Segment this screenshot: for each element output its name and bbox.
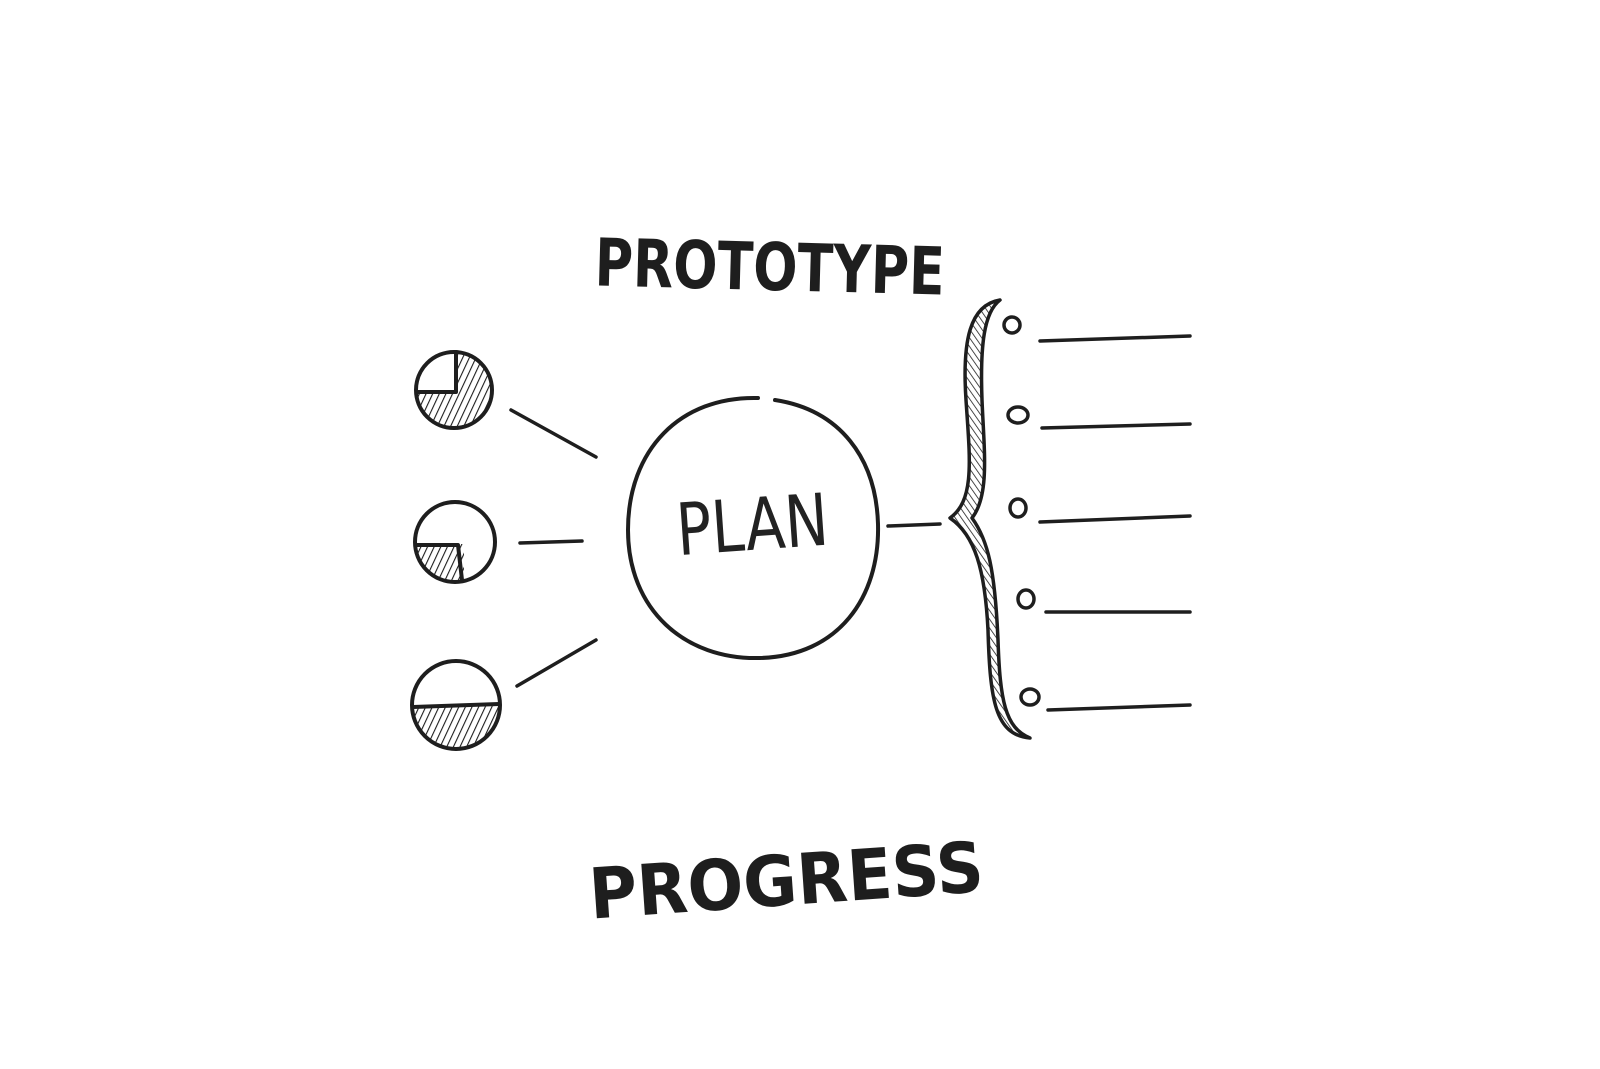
prototype-title: PROTOTYPE [594,224,946,310]
progress-title: PROGRESS [586,826,986,935]
bullet-dot [1016,588,1036,610]
connector-line-top [509,408,598,459]
bullet-item [1008,497,1192,524]
pie-chart-icon-top [414,350,494,430]
connector-line-bottom [515,638,598,688]
bullet-line [1038,514,1192,524]
curly-brace [948,298,1032,740]
connector-line-right [886,522,942,528]
plan-label: PLAN [674,478,831,572]
bullet-line [1040,422,1192,430]
bullet-dot [1019,687,1041,707]
bullet-item [1019,687,1192,712]
connector-line-middle [518,539,584,545]
bullet-item [1006,405,1192,430]
bullet-line [1046,703,1192,712]
bullet-dot [1006,405,1030,425]
bullet-line [1038,334,1192,343]
plan-circle [626,395,881,661]
bullet-item [1016,588,1192,614]
bullet-list [1002,315,1192,712]
bullet-item [1002,315,1192,343]
bullet-dot [1008,497,1028,519]
pie-chart-icon-middle [413,500,497,584]
pie-chart-icon-bottom [410,659,502,751]
bullet-dot [1002,315,1022,335]
